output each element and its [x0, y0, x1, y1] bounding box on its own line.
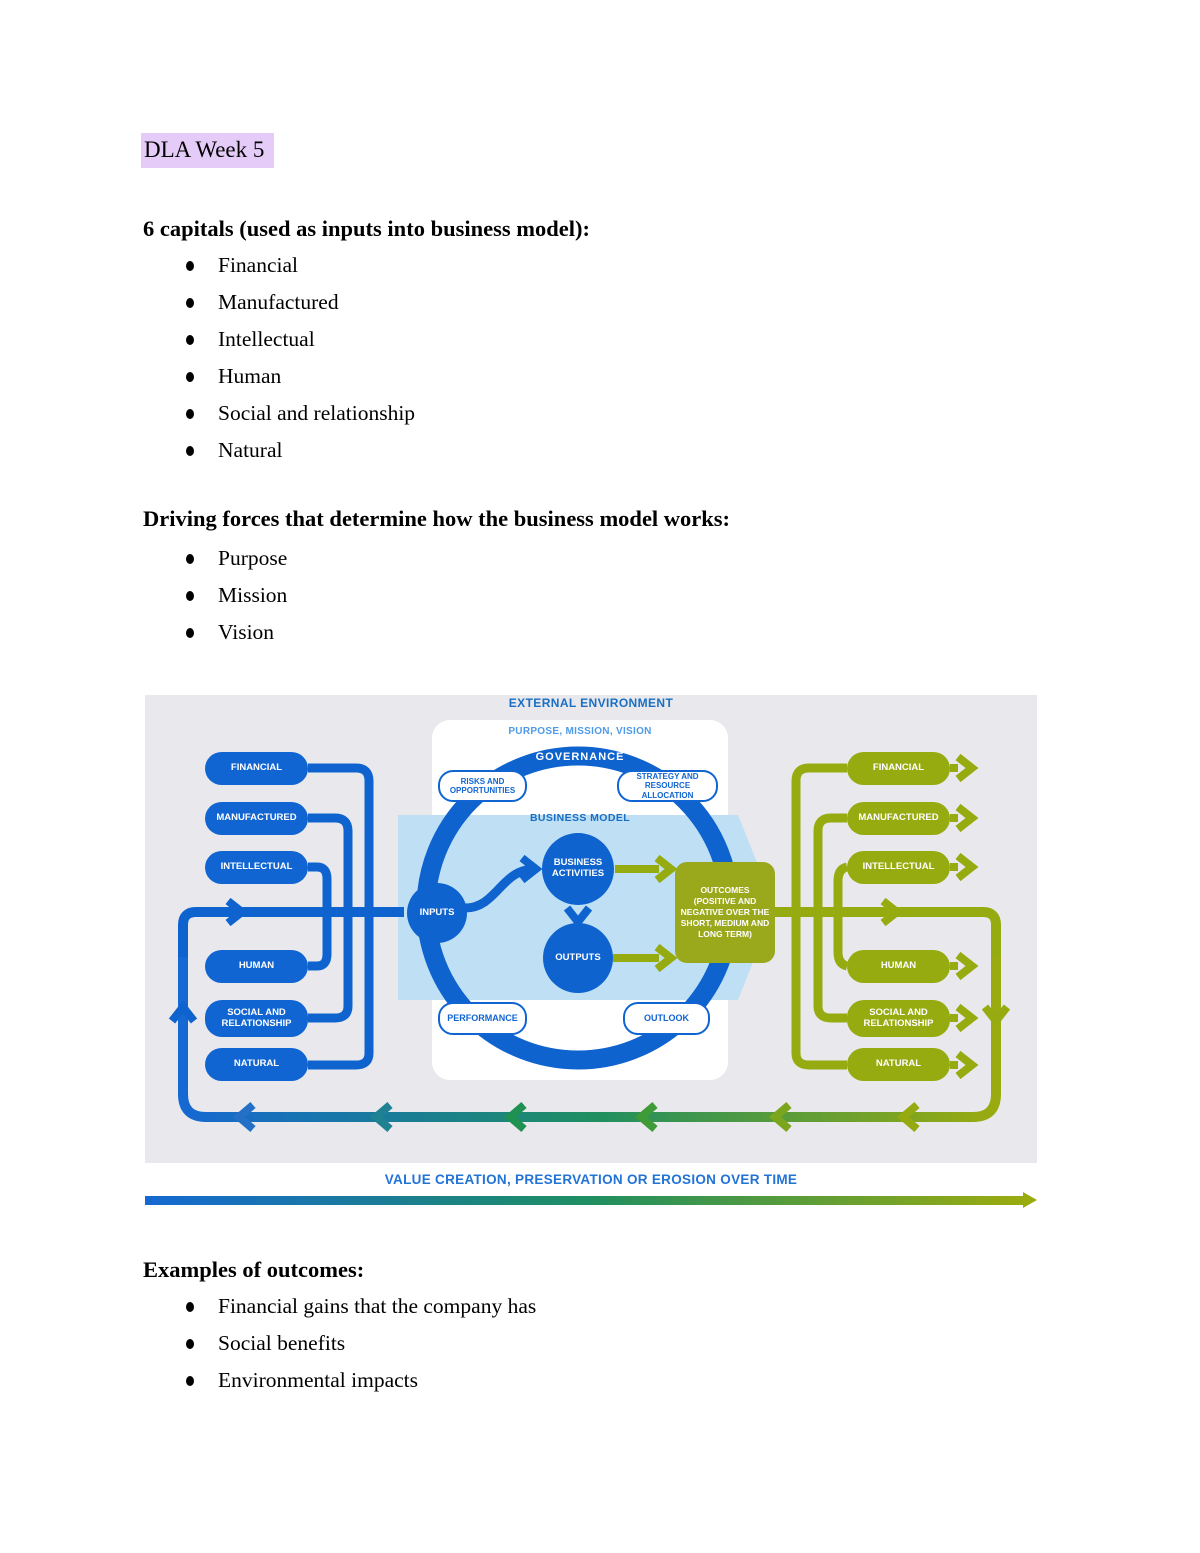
- bullet-icon: [186, 408, 194, 419]
- bullet-icon: [186, 1301, 194, 1312]
- highlighted-title: DLA Week 5: [141, 133, 275, 168]
- list-item: Financial: [143, 247, 415, 284]
- bullet-icon: [186, 371, 194, 382]
- list-item-label: Human: [218, 364, 282, 388]
- strategy-and-resource-allocation-node: STRATEGY AND RESOURCE ALLOCATION: [617, 770, 718, 802]
- list-item-label: Financial gains that the company has: [218, 1294, 537, 1318]
- outlook-node: OUTLOOK: [623, 1002, 710, 1035]
- bullet-icon: [186, 590, 194, 601]
- list-item-label: Financial: [218, 253, 299, 277]
- left-capital-natural: NATURAL: [205, 1048, 308, 1081]
- list-item-label: Intellectual: [218, 327, 315, 351]
- bullet-icon: [186, 1338, 194, 1349]
- right-capital-social-and-relationship: SOCIAL AND RELATIONSHIP: [847, 1000, 950, 1037]
- inputs-main-line: [178, 907, 404, 957]
- right-capital-manufactured: MANUFACTURED: [847, 802, 950, 835]
- list-item: Natural: [143, 432, 415, 469]
- feedback-loop-arrows: [232, 1101, 920, 1133]
- to-outcomes-arrows: [613, 854, 678, 973]
- list-item-label: Mission: [218, 583, 288, 607]
- inputs-to-activities-arrow: [519, 854, 543, 884]
- left-capital-intellectual: INTELLECTUAL: [205, 851, 308, 884]
- left-capital-financial: FINANCIAL: [205, 752, 308, 785]
- right-capital-intellectual: INTELLECTUAL: [847, 851, 950, 884]
- left-capital-connectors: [308, 763, 374, 1070]
- list-item: Mission: [143, 577, 287, 614]
- list-item: Human: [143, 358, 415, 395]
- right-capital-natural: NATURAL: [847, 1048, 950, 1081]
- bullet-icon: [186, 260, 194, 271]
- list-item: Manufactured: [143, 284, 415, 321]
- bullet-icon: [186, 297, 194, 308]
- right-capital-human: HUMAN: [847, 950, 950, 983]
- governance-label: GOVERNANCE: [535, 751, 625, 763]
- bullet-icon: [186, 627, 194, 638]
- business-model-label: BUSINESS MODEL: [529, 812, 631, 824]
- list-item: Social and relationship: [143, 395, 415, 432]
- list-item-label: Social and relationship: [218, 401, 416, 425]
- left-capital-human: HUMAN: [205, 950, 308, 983]
- outcomes-main-line: [775, 907, 1001, 957]
- list-item-label: Environmental impacts: [218, 1368, 419, 1392]
- list-item: Vision: [143, 614, 287, 651]
- inputs-node: INPUTS: [407, 883, 467, 943]
- section-heading-capitals: 6 capitals (used as inputs into business…: [143, 216, 590, 241]
- business-activities-node: BUSINESS ACTIVITIES: [542, 833, 614, 905]
- page-title: DLA Week 5: [141, 133, 275, 168]
- outcomes-line-arrow: [880, 897, 904, 927]
- list-item-label: Purpose: [218, 546, 288, 570]
- inputs-to-activities-line: [464, 864, 536, 913]
- inputs-line-arrow: [225, 897, 249, 927]
- list-item-label: Social benefits: [218, 1331, 346, 1355]
- external-environment-label: EXTERNAL ENVIRONMENT: [508, 696, 674, 710]
- bullet-icon: [186, 445, 194, 456]
- capitals-list: Financial Manufactured Intellectual Huma…: [143, 247, 415, 469]
- bullet-icon: [186, 553, 194, 564]
- feedback-loop-line: [178, 947, 1001, 1122]
- purpose-mission-vision-label: PURPOSE, MISSION, VISION: [508, 726, 652, 737]
- list-item-label: Manufactured: [218, 290, 339, 314]
- list-item: Intellectual: [143, 321, 415, 358]
- risks-and-opportunities-node: RISKS AND OPPORTUNITIES: [438, 770, 527, 802]
- bullet-icon: [186, 1375, 194, 1386]
- list-item: Financial gains that the company has: [143, 1288, 536, 1325]
- list-item-label: Natural: [218, 438, 283, 462]
- left-capital-social-and-relationship: SOCIAL AND RELATIONSHIP: [205, 1000, 308, 1037]
- left-capital-manufactured: MANUFACTURED: [205, 802, 308, 835]
- driving-forces-list: Purpose Mission Vision: [143, 540, 287, 651]
- right-down-arrow: [981, 1004, 1011, 1028]
- list-item-label: Vision: [218, 620, 275, 644]
- outputs-node: OUTPUTS: [543, 923, 613, 993]
- list-item: Social benefits: [143, 1325, 536, 1362]
- performance-node: PERFORMANCE: [438, 1002, 527, 1035]
- value-creation-diagram: EXTERNAL ENVIRONMENT: [145, 695, 1037, 1163]
- right-capital-financial: FINANCIAL: [847, 752, 950, 785]
- value-creation-caption: VALUE CREATION, PRESERVATION OR EROSION …: [384, 1172, 798, 1187]
- activities-to-outputs-arrow: [563, 905, 593, 929]
- examples-list: Financial gains that the company has Soc…: [143, 1288, 536, 1399]
- section-heading-driving-forces: Driving forces that determine how the bu…: [143, 506, 731, 531]
- left-up-arrow: [168, 1000, 198, 1024]
- outcomes-node: OUTCOMES (POSITIVE AND NEGATIVE OVER THE…: [675, 862, 775, 963]
- right-capital-exit-arrows: [950, 753, 979, 1080]
- section-heading-examples: Examples of outcomes:: [143, 1257, 365, 1282]
- list-item: Environmental impacts: [143, 1362, 536, 1399]
- list-item: Purpose: [143, 540, 287, 577]
- bullet-icon: [186, 334, 194, 345]
- right-capital-connectors: [791, 763, 849, 1070]
- gradient-arrow-bar: [145, 1192, 1037, 1208]
